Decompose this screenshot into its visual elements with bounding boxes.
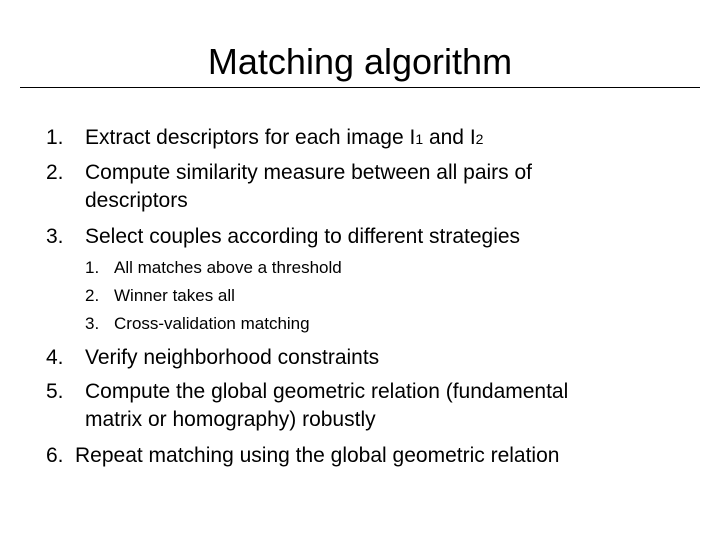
list-item-text: Verify neighborhood constraints — [85, 346, 380, 369]
list-item-text: Select couples according to different st… — [85, 225, 521, 248]
list-item-5-continuation: matrix or homography) robustly — [85, 408, 376, 431]
sub-list-item-text: Cross-validation matching — [114, 314, 310, 333]
list-number: 2. — [46, 161, 64, 184]
list-number: 5. — [46, 380, 64, 403]
list-item-text: Extract descriptors for each image I1 an… — [85, 124, 483, 153]
list-number: 1. — [46, 126, 64, 149]
list-number: 3. — [46, 225, 64, 248]
sub-list-item-text: Winner takes all — [114, 286, 235, 305]
sub-list-number: 2. — [85, 286, 100, 305]
item-text-and: and I — [423, 126, 476, 149]
list-item-text: Compute similarity measure between all p… — [85, 161, 533, 184]
sub-list-number: 3. — [85, 314, 100, 333]
list-number: 4. — [46, 346, 64, 369]
image-index-2: 2 — [475, 131, 484, 147]
sub-list-item-text: All matches above a threshold — [114, 258, 342, 277]
list-item-text: Repeat matching using the global geometr… — [75, 444, 560, 467]
list-number: 6. — [46, 444, 64, 467]
image-index-1: 1 — [415, 131, 424, 147]
item-text: Extract descriptors for each image I — [85, 126, 416, 149]
list-item-text: Compute the global geometric relation (f… — [85, 380, 569, 403]
slide-title: Matching algorithm — [207, 41, 513, 82]
sub-list-number: 1. — [85, 258, 100, 277]
title-divider — [20, 87, 700, 88]
list-item-2-continuation: descriptors — [85, 189, 188, 212]
